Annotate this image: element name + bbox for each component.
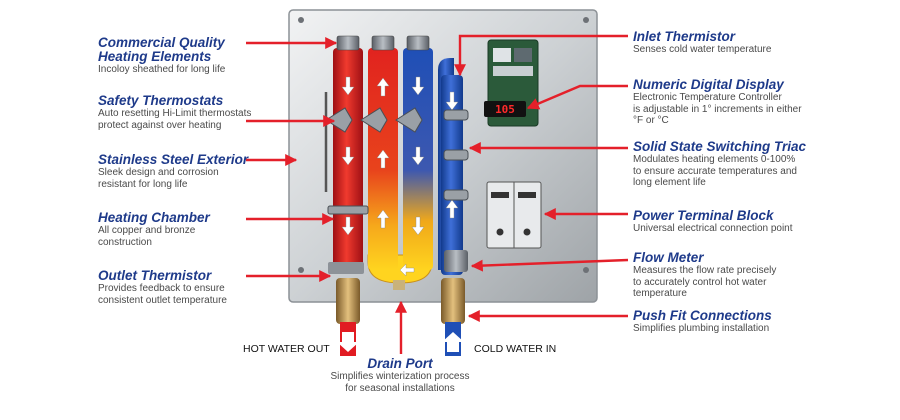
terminal-screws xyxy=(491,192,536,236)
label-title: Outlet Thermistor xyxy=(98,268,212,283)
hot-pushfit xyxy=(336,278,360,324)
tube-caps xyxy=(336,35,430,51)
label-desc: Measures the flow rate precisely to accu… xyxy=(633,265,777,299)
controller-chip xyxy=(493,48,511,62)
caption-hot-water-out: HOT WATER OUT xyxy=(243,343,330,355)
label-digital-display: Numeric Digital Display Electronic Tempe… xyxy=(633,78,802,127)
label-title: Commercial Quality Heating Elements xyxy=(98,35,225,64)
label-title: Heating Chamber xyxy=(98,210,210,225)
label-drain-port: Drain Port Simplifies winterization proc… xyxy=(320,357,480,394)
digital-display xyxy=(484,101,526,117)
label-desc: Simplifies plumbing installation xyxy=(633,323,770,334)
label-title: Inlet Thermistor xyxy=(633,29,736,44)
triac-clamps xyxy=(443,109,469,201)
cold-pushfit xyxy=(441,278,465,324)
label-outlet-thermistor: Outlet Thermistor Provides feedback to e… xyxy=(98,269,227,306)
label-title: Stainless Steel Exterior xyxy=(98,152,249,167)
hot-out-arrow xyxy=(337,332,359,352)
callout-arrows xyxy=(246,34,629,354)
label-desc: Provides feedback to ensure consistent o… xyxy=(98,283,227,306)
flow-arrows xyxy=(341,76,459,277)
label-commercial-heating: Commercial Quality Heating Elements Inco… xyxy=(98,36,225,76)
label-desc: All copper and bronze construction xyxy=(98,225,196,248)
label-desc: Incoloy sheathed for long life xyxy=(98,64,226,75)
label-safety-thermostats: Safety Thermostats Auto resetting Hi-Lim… xyxy=(98,94,251,131)
inlet-riser xyxy=(441,75,463,275)
controller-strip xyxy=(493,66,533,76)
label-stainless-exterior: Stainless Steel Exterior Sleek design an… xyxy=(98,153,248,190)
label-title: Safety Thermostats xyxy=(98,93,224,108)
label-title: Power Terminal Block xyxy=(633,208,774,223)
outlet-thermistor-body xyxy=(328,262,364,274)
label-title: Solid State Switching Triac xyxy=(633,139,807,154)
controller-relay xyxy=(514,48,532,62)
label-title: Drain Port xyxy=(367,356,433,371)
label-desc: Senses cold water temperature xyxy=(633,44,772,55)
label-title: Numeric Digital Display xyxy=(633,77,784,92)
flow-meter xyxy=(444,250,468,272)
drain-port xyxy=(393,280,405,290)
label-desc: Universal electrical connection point xyxy=(633,223,793,234)
label-desc: Auto resetting Hi-Limit thermostats prot… xyxy=(98,108,252,131)
caption-cold-water-in: COLD WATER IN xyxy=(474,343,557,355)
label-title: Push Fit Connections xyxy=(633,308,772,323)
label-desc: Modulates heating elements 0-100% to ens… xyxy=(633,154,797,188)
label-power-terminal: Power Terminal Block Universal electrica… xyxy=(633,209,793,235)
label-switching-triac: Solid State Switching Triac Modulates he… xyxy=(633,140,806,189)
panel-screw-holes xyxy=(298,17,589,273)
label-flow-meter: Flow Meter Measures the flow rate precis… xyxy=(633,251,776,300)
cold-in-arrow xyxy=(442,332,464,352)
label-heating-chamber: Heating Chamber All copper and bronze co… xyxy=(98,211,210,248)
label-desc: Electronic Temperature Controller is adj… xyxy=(633,92,802,126)
display-readout: 105 xyxy=(495,103,515,116)
label-desc: Sleek design and corrosion resistant for… xyxy=(98,167,219,190)
safety-thermostat-clamps xyxy=(325,107,423,215)
label-push-fit: Push Fit Connections Simplifies plumbing… xyxy=(633,309,772,335)
label-inlet-thermistor: Inlet Thermistor Senses cold water tempe… xyxy=(633,30,771,56)
label-title: Flow Meter xyxy=(633,250,704,265)
label-desc: Simplifies winterization process for sea… xyxy=(330,371,470,394)
